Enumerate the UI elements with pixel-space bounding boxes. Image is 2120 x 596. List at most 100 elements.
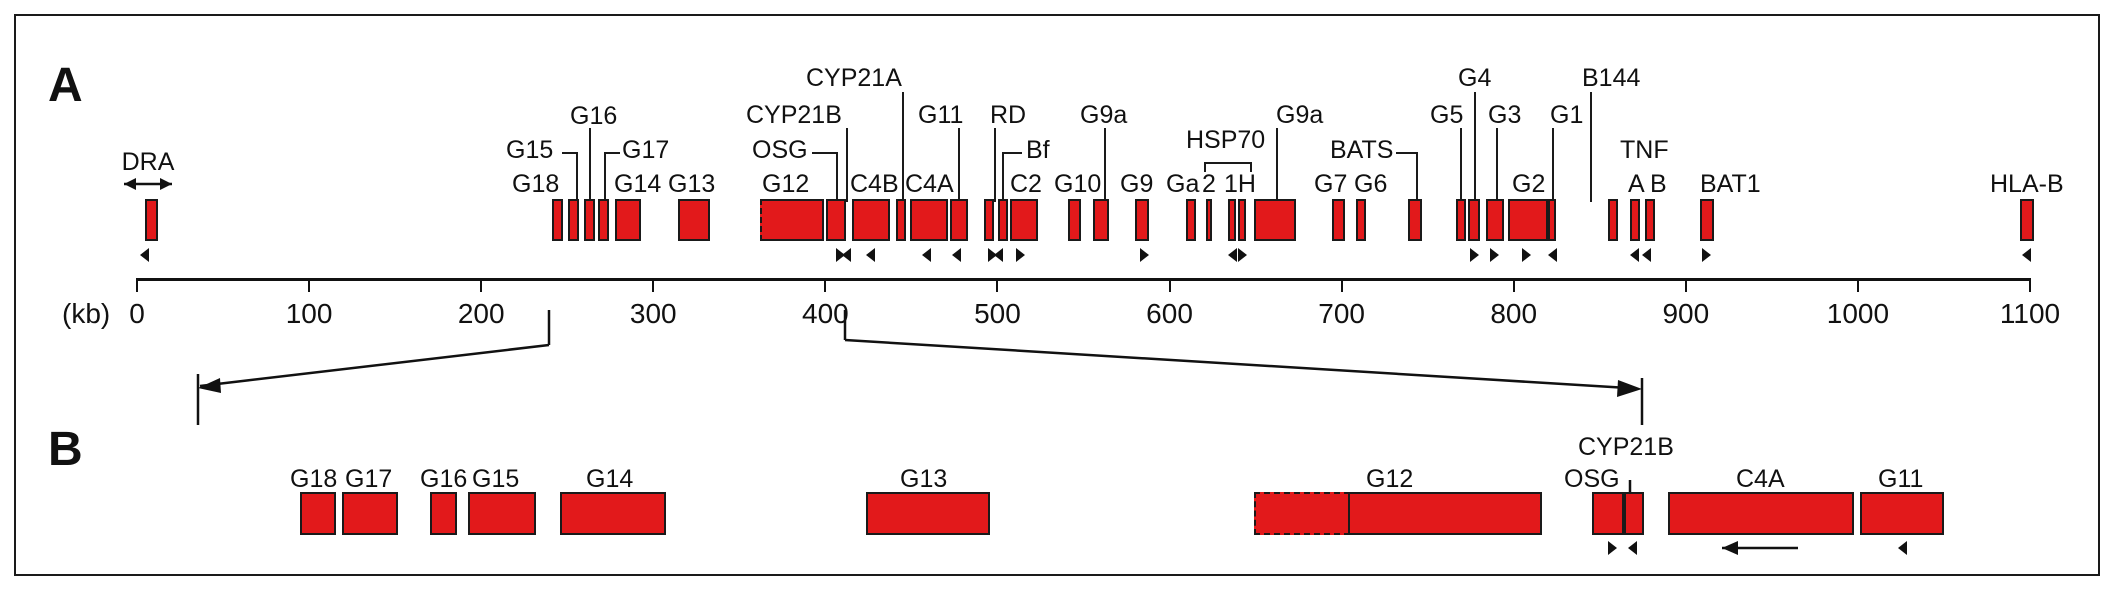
b-gene-c4a	[1668, 492, 1854, 535]
axis-tick	[480, 278, 483, 292]
b-gene-g16	[430, 492, 457, 535]
gene-c4a	[910, 199, 948, 241]
label-g6: G6	[1354, 170, 1388, 198]
label-g1: G1	[1550, 101, 1584, 129]
leader-g1	[1552, 128, 1554, 202]
axis-tick-label: 100	[285, 298, 333, 329]
b-orientation-arrow-osg	[1608, 541, 1617, 555]
label-g5: G5	[1430, 101, 1464, 129]
b-label-c4a: C4A	[1736, 465, 1785, 493]
axis-tick-label: 1000	[1826, 298, 1890, 329]
leader-hsp70-bracket	[1204, 162, 1252, 164]
label-bats: BATS	[1330, 136, 1394, 164]
gene-hsp70-2	[1206, 199, 1212, 241]
leader-g16	[589, 128, 591, 202]
axis-tick	[824, 278, 827, 292]
gene-g7	[1332, 199, 1345, 241]
leader-g15-h	[562, 152, 576, 154]
leader-bf-h	[1002, 152, 1022, 154]
label-g17: G17	[622, 136, 670, 164]
orientation-arrow-tnf-b	[1642, 248, 1651, 262]
kb-axis	[137, 278, 2030, 281]
leader-osg-h	[812, 152, 836, 154]
gene-ga	[1186, 199, 1196, 241]
b-label-g11: G11	[1878, 465, 1924, 493]
gene-rd	[984, 199, 994, 241]
b-gene-g11	[1860, 492, 1944, 535]
orientation-arrow-bat1	[1702, 248, 1711, 262]
orientation-arrow-osg	[836, 248, 845, 262]
gene-g1	[1548, 199, 1556, 241]
orientation-arrow-g4	[1470, 248, 1479, 262]
gene-hsp70-1	[1228, 199, 1236, 241]
b-label-cyp21b: CYP21B	[1578, 433, 1674, 461]
gene-bf	[998, 199, 1008, 241]
label-hsp70-2: 2	[1202, 170, 1216, 198]
label-g9a-2: G9a	[1276, 101, 1324, 129]
b-gene-g17	[342, 492, 398, 535]
gene-tnf-b	[1645, 199, 1655, 241]
label-g11: G11	[918, 101, 964, 129]
axis-tick-label: 600	[1146, 298, 1193, 329]
b-label-g18: G18	[290, 465, 338, 493]
label-g9: G9	[1120, 170, 1154, 198]
axis-tick	[1168, 278, 1171, 292]
axis-tick	[996, 278, 999, 292]
b-gene-g13	[866, 492, 990, 535]
gene-g5	[1456, 199, 1466, 241]
gene-g14	[615, 199, 641, 241]
label-hla-b: HLA-B	[1990, 170, 2064, 198]
label-bat1: BAT1	[1700, 170, 1761, 198]
leader-g17-h	[604, 152, 620, 154]
label-tnf-a: A	[1628, 170, 1645, 198]
leader-b144	[1590, 92, 1592, 202]
orientation-arrow-rd	[988, 248, 997, 262]
label-g18: G18	[512, 170, 560, 198]
b-gene-g15	[468, 492, 536, 535]
axis-tick-label: 300	[629, 298, 677, 329]
axis-tick-label: 0	[129, 298, 145, 329]
gene-g4	[1468, 199, 1480, 241]
label-hsp70: HSP70	[1186, 126, 1266, 154]
b-label-g16: G16	[420, 465, 468, 493]
zoom-left-arrowhead	[198, 378, 221, 393]
b-label-g13: G13	[900, 465, 948, 493]
gene-g16	[584, 199, 595, 241]
orientation-arrow-cyp21b	[842, 248, 851, 262]
orientation-arrow-hsp70-h	[1238, 248, 1247, 262]
label-g4: G4	[1458, 64, 1492, 92]
gene-b144	[1608, 199, 1618, 241]
label-ga: Ga	[1166, 170, 1200, 198]
label-dra: DRA	[121, 148, 175, 176]
leader-osg	[836, 152, 838, 202]
gene-g11	[950, 199, 968, 241]
b-orientation-arrow-g11	[1898, 541, 1907, 555]
label-cyp21b: CYP21B	[746, 101, 842, 129]
gene-g6	[1356, 199, 1366, 241]
gene-g9a-1	[1093, 199, 1109, 241]
gene-c2	[1010, 199, 1038, 241]
axis-tick-label: 200	[457, 298, 505, 329]
orientation-arrow-g9	[1140, 248, 1149, 262]
orientation-arrow-hsp70-1	[1228, 248, 1237, 262]
label-g9a-1: G9a	[1080, 101, 1128, 129]
leader-g17	[604, 152, 606, 202]
panel-label-b: B	[48, 423, 83, 476]
axis-tick-label: 400	[802, 298, 849, 329]
leader-bats-h	[1396, 152, 1416, 154]
leader-g9a-1	[1104, 128, 1106, 202]
orientation-arrow-c2	[1016, 248, 1025, 262]
axis-tick-label: 500	[974, 298, 1021, 329]
b-label-osg: OSG	[1564, 465, 1620, 493]
leader-g15	[576, 152, 578, 202]
b-gene-g14	[560, 492, 666, 535]
axis-tick	[1340, 278, 1343, 292]
label-g13: G13	[668, 170, 716, 198]
leader-cyp21b	[846, 128, 848, 202]
orientation-arrow-g1	[1548, 248, 1557, 262]
gene-g18	[552, 199, 563, 241]
b-gene-osg	[1592, 492, 1624, 535]
b-gene-g12	[1348, 492, 1542, 535]
label-g7: G7	[1314, 170, 1348, 198]
